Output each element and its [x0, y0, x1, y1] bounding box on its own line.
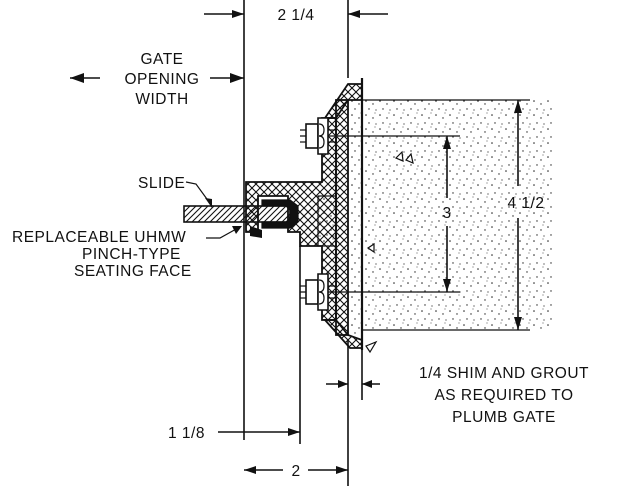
- uhmw-seal: [261, 199, 299, 229]
- arrowhead: [288, 428, 300, 436]
- aggregate-mark: [366, 242, 375, 254]
- anchor-bolt-top: [300, 117, 460, 155]
- shim-note-line-1: 1/4 SHIM AND GROUT: [419, 365, 589, 382]
- slide-plate: [183, 205, 291, 223]
- gate-opening-line-3: WIDTH: [135, 91, 188, 108]
- anchor-bolt-bottom: [300, 273, 460, 311]
- dimension-right-outer: 4 1/2: [508, 195, 545, 212]
- arrowhead: [232, 226, 242, 234]
- arrowhead: [362, 380, 372, 388]
- slide-callout: SLIDE: [138, 175, 213, 208]
- dimension-bottom-left: 1 1/8: [168, 425, 205, 442]
- slide-label: SLIDE: [138, 175, 185, 192]
- shim-note: 1/4 SHIM AND GROUT AS REQUIRED TO PLUMB …: [419, 365, 589, 426]
- seating-face-line-2: PINCH-TYPE: [82, 246, 181, 263]
- arrowhead: [232, 10, 244, 18]
- nut: [317, 117, 329, 155]
- dimension-bottom-center: 2: [291, 463, 300, 480]
- seating-face-leader: [206, 227, 239, 239]
- grout-fill: [348, 95, 362, 335]
- right-dimension-group: 4 1/2 3: [362, 99, 545, 331]
- arrowhead: [443, 279, 451, 292]
- arrowhead: [514, 317, 522, 330]
- nut-chamfer: [318, 123, 325, 137]
- nut-chamfer: [318, 135, 325, 149]
- arrowhead: [205, 198, 212, 208]
- arrowhead: [244, 466, 256, 474]
- slide-assembly: [183, 199, 299, 238]
- nut-chamfer: [318, 291, 325, 305]
- aggregate-mark: [405, 152, 414, 165]
- gate-opening-line-1: GATE: [140, 51, 183, 68]
- grout-pocket: [317, 195, 337, 247]
- arrowhead: [514, 100, 522, 113]
- gate-opening-label-group: GATE OPENING WIDTH: [70, 51, 244, 108]
- nut-chamfer: [318, 279, 325, 293]
- dimension-right-inner: 3: [442, 205, 451, 222]
- aggregate-mark: [365, 340, 378, 354]
- arrowhead: [230, 73, 244, 83]
- seating-face-line-1: REPLACEABLE UHMW: [12, 229, 186, 246]
- uhmw-seal-lip: [250, 226, 262, 238]
- concrete-stipple: [362, 100, 552, 330]
- dimension-top-width: 2 1/4: [278, 7, 315, 24]
- arrowhead: [348, 10, 360, 18]
- shim-note-line-2: AS REQUIRED TO: [434, 387, 573, 404]
- shim-note-line-3: PLUMB GATE: [452, 409, 556, 426]
- arrowhead: [70, 73, 84, 83]
- bottom-dimension-group: 1 1/8 2: [168, 246, 380, 486]
- arrowhead: [338, 380, 348, 388]
- frame-web: [335, 99, 349, 336]
- washer: [305, 279, 319, 305]
- gate-opening-line-2: OPENING: [125, 71, 200, 88]
- seating-face-line-3: SEATING FACE: [74, 263, 192, 280]
- washer: [305, 123, 319, 149]
- arrowhead: [336, 466, 348, 474]
- nut: [317, 273, 329, 311]
- aggregate-mark: [394, 150, 404, 162]
- seating-face-callout: REPLACEABLE UHMW PINCH-TYPE SEATING FACE: [12, 226, 242, 280]
- arrowhead: [443, 136, 451, 149]
